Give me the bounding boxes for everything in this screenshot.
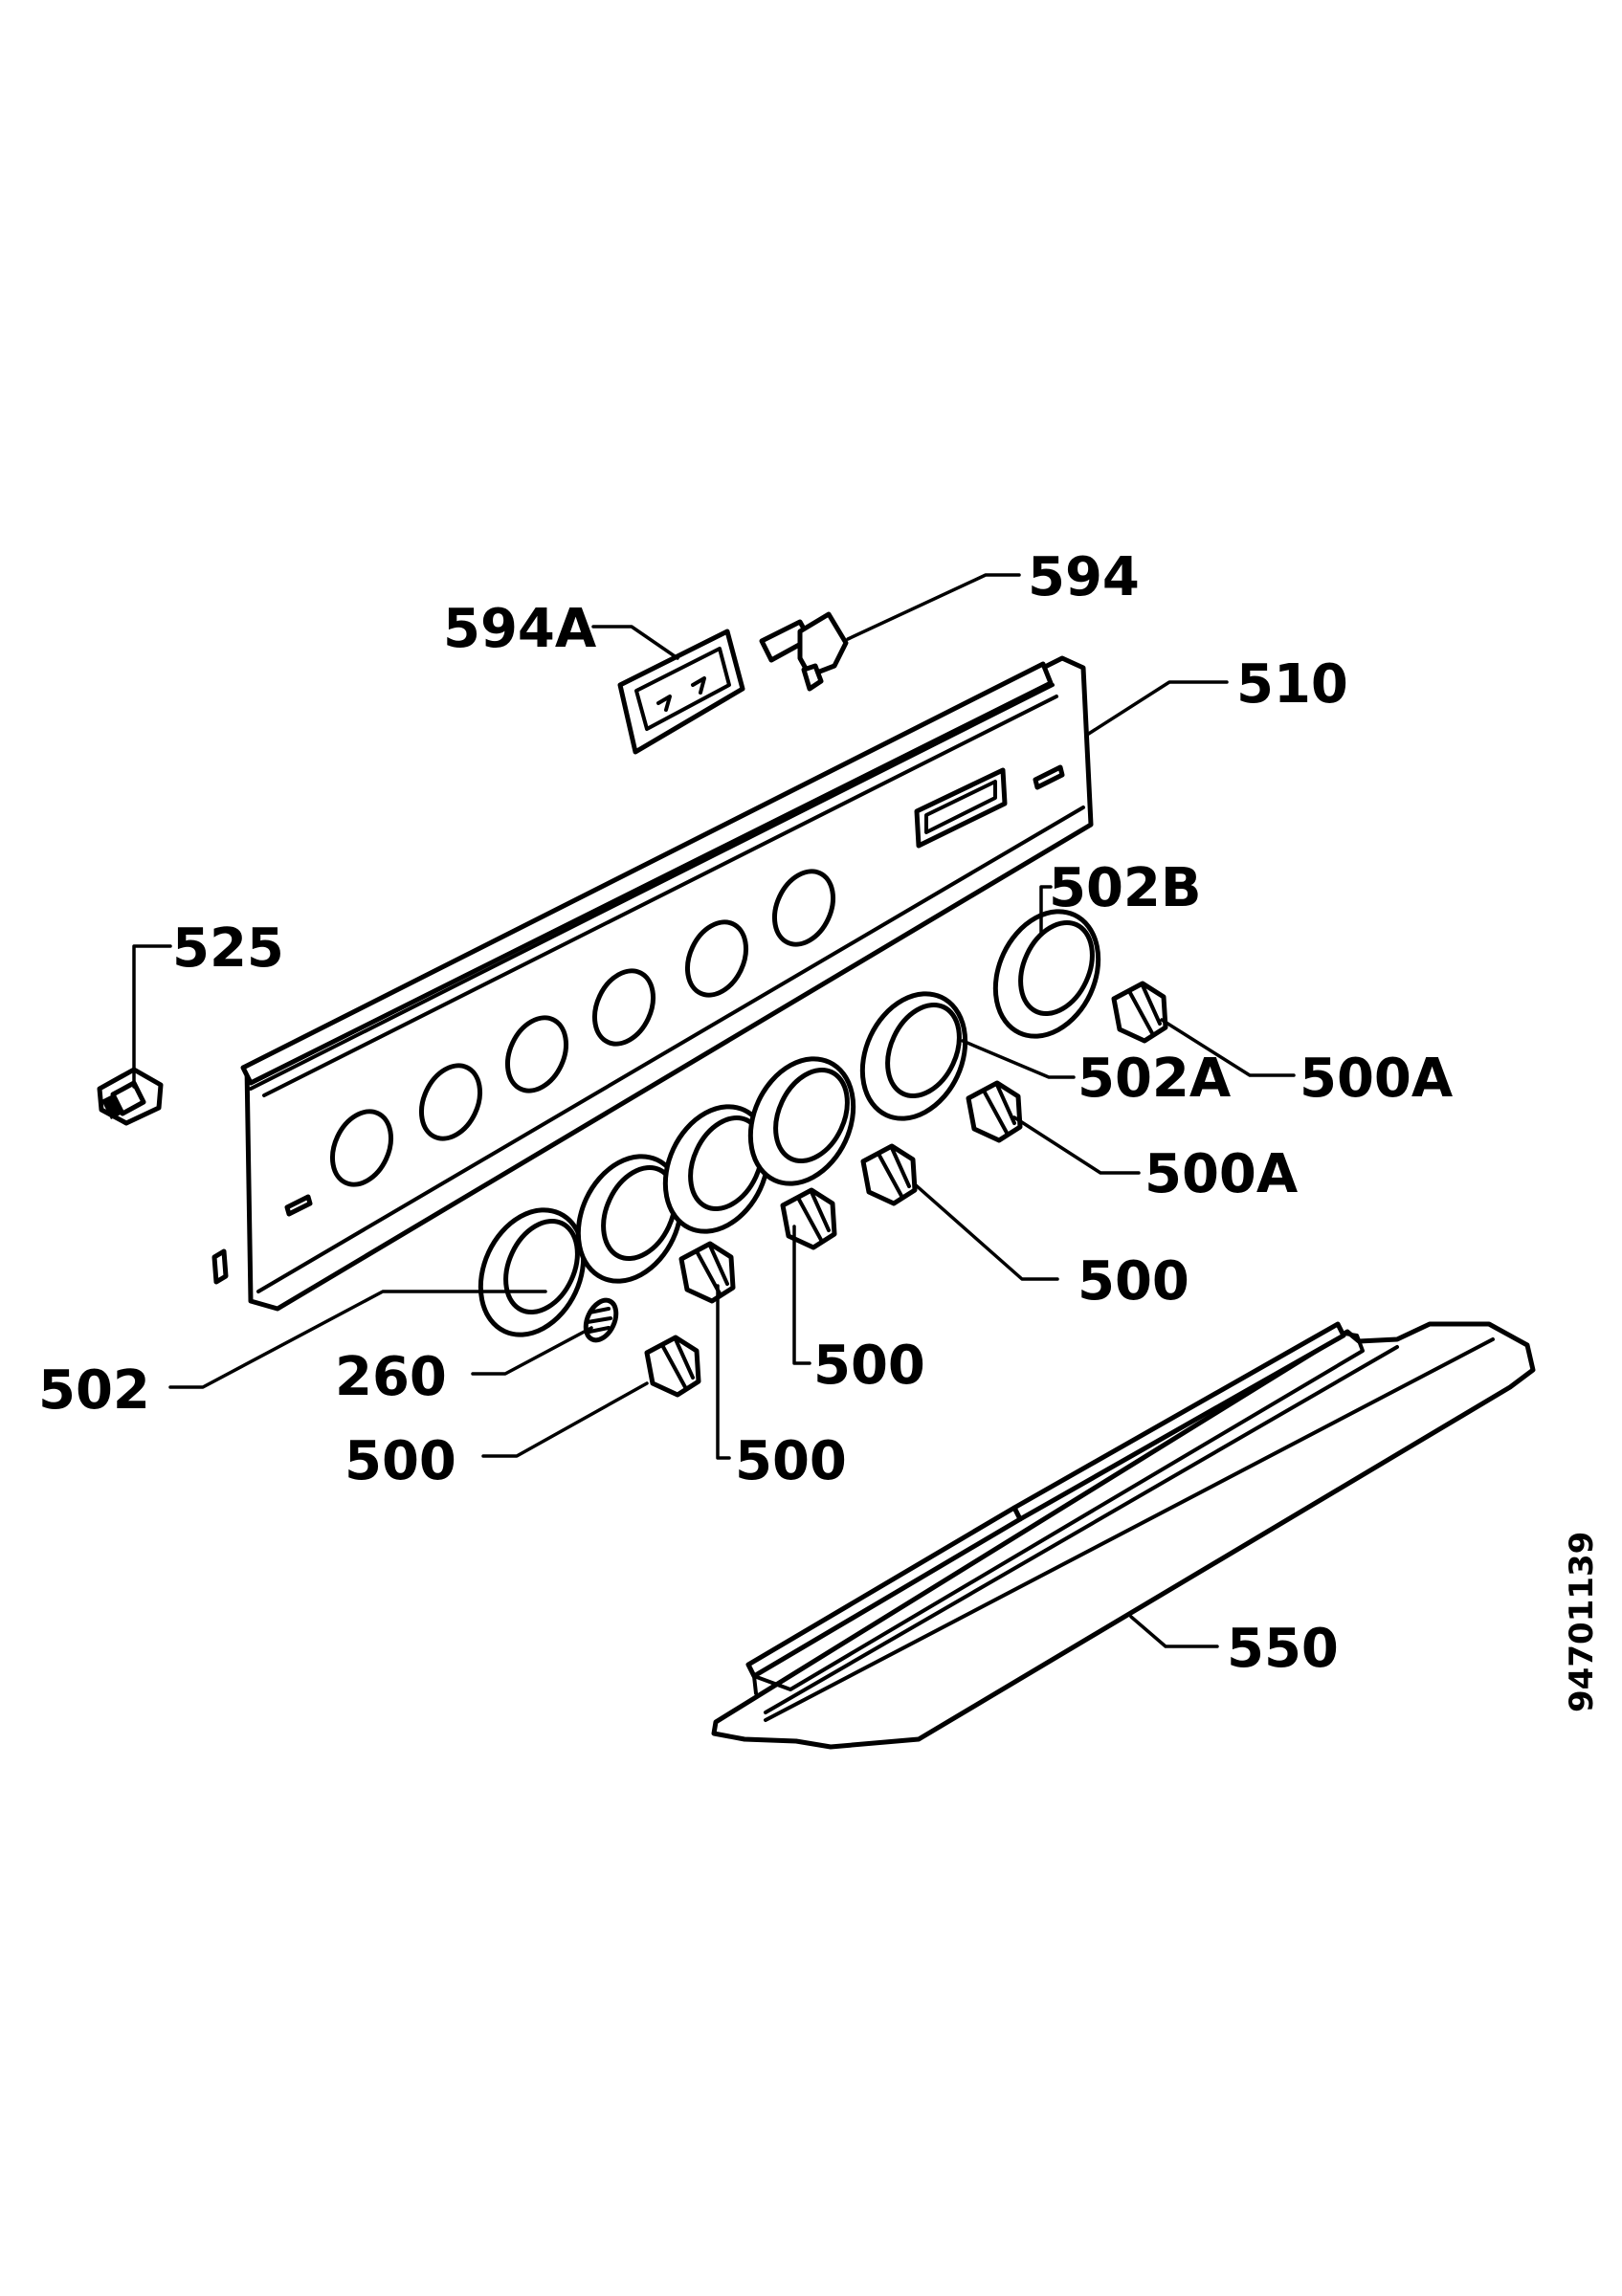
control-panel: [211, 655, 1094, 1312]
label-510: 510: [1236, 653, 1348, 716]
label-594: 594: [1028, 546, 1140, 608]
label-500-right: 500: [1078, 1250, 1189, 1313]
knob-500-1: [644, 1335, 701, 1398]
bezel-502-1: [478, 1207, 587, 1337]
bezel-502a: [859, 991, 968, 1121]
leader-lines: [132, 573, 1296, 1648]
knob-bezels: [478, 909, 1101, 1337]
trim-strip-550: [711, 1321, 1536, 1750]
pilot-lamp-594: [759, 611, 849, 692]
knob-500a-1: [966, 1080, 1023, 1143]
label-500-bottom-left: 500: [344, 1430, 456, 1492]
knob-500-2: [678, 1241, 736, 1304]
bezel-502b: [992, 909, 1101, 1039]
knob-500-3: [780, 1187, 837, 1250]
label-500-bottom-center: 500: [735, 1430, 847, 1492]
label-525: 525: [172, 917, 284, 980]
label-502: 502: [38, 1359, 150, 1422]
bezel-502-2: [575, 1154, 684, 1284]
knob-500a-2: [1111, 981, 1168, 1044]
part-labels: 594A 594 510 525 502B 502A 500A 500A 500…: [38, 546, 1601, 1712]
spring-260: [583, 1297, 619, 1343]
label-502b: 502B: [1049, 857, 1202, 919]
label-502a: 502A: [1078, 1048, 1232, 1110]
document-number: 94701139: [1563, 1532, 1601, 1712]
label-594a: 594A: [443, 598, 597, 660]
label-500-center: 500: [813, 1335, 925, 1397]
bezel-502-3: [662, 1104, 771, 1234]
bezel-502-4: [747, 1056, 856, 1186]
retaining-clip-525: [97, 1067, 164, 1126]
indicator-lens-594a: [617, 629, 745, 755]
label-500a-lower: 500A: [1144, 1143, 1299, 1205]
label-500a-right: 500A: [1300, 1048, 1454, 1110]
label-260: 260: [335, 1346, 447, 1408]
label-550: 550: [1227, 1618, 1339, 1680]
knob-500-4: [860, 1143, 918, 1206]
